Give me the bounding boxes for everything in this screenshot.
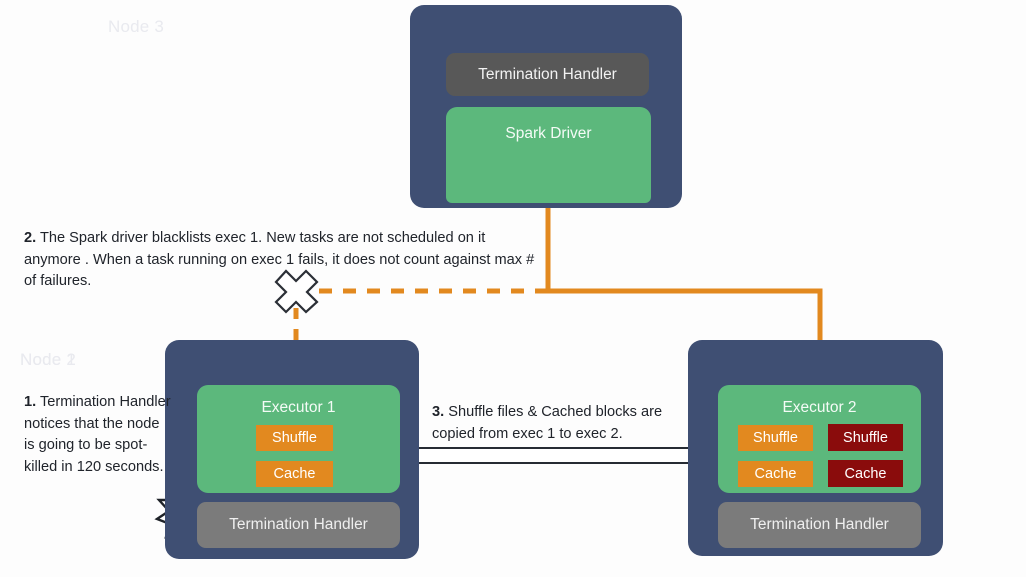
executor-2-shuffle-copied-chip[interactable]: Shuffle bbox=[738, 425, 813, 451]
node-2-termination-handler[interactable]: Termination Handler bbox=[718, 502, 921, 548]
executor-1-shuffle-chip[interactable]: Shuffle bbox=[256, 425, 333, 451]
executor-2-cache-own-chip[interactable]: Cache bbox=[828, 460, 903, 487]
step-2-annotation: 2. The Spark driver blacklists exec 1. N… bbox=[24, 228, 544, 293]
node-3-termination-handler[interactable]: Termination Handler bbox=[446, 53, 649, 96]
step-2-number: 2. bbox=[24, 230, 37, 246]
node-2-title: Node 2 bbox=[20, 350, 77, 369]
step-3-number: 3. bbox=[432, 404, 445, 420]
spark-driver-box[interactable]: Spark Driver bbox=[446, 107, 651, 203]
node-3-title: Node 3 bbox=[107, 17, 165, 36]
step-1-text: Termination Handler notices that the nod… bbox=[24, 394, 171, 475]
node-1-termination-handler[interactable]: Termination Handler bbox=[197, 502, 400, 548]
executor-1-cache-chip[interactable]: Cache bbox=[256, 461, 333, 487]
step-1-annotation: 1. Termination Handler notices that the … bbox=[24, 392, 174, 478]
step-3-text: Shuffle files & Cached blocks are copied… bbox=[432, 404, 663, 442]
spark-driver-label: Spark Driver bbox=[505, 125, 592, 142]
executor-2-cache-copied-chip[interactable]: Cache bbox=[738, 461, 813, 487]
executor-2-shuffle-own-chip[interactable]: Shuffle bbox=[828, 424, 903, 451]
step-3-annotation: 3. Shuffle files & Cached blocks are cop… bbox=[432, 402, 688, 445]
executor-1-label: Executor 1 bbox=[261, 399, 336, 416]
executor-2-label: Executor 2 bbox=[782, 399, 857, 416]
step-2-text: The Spark driver blacklists exec 1. New … bbox=[24, 230, 535, 289]
step-1-number: 1. bbox=[24, 394, 37, 410]
node-1-title: Node 1 bbox=[20, 350, 77, 369]
